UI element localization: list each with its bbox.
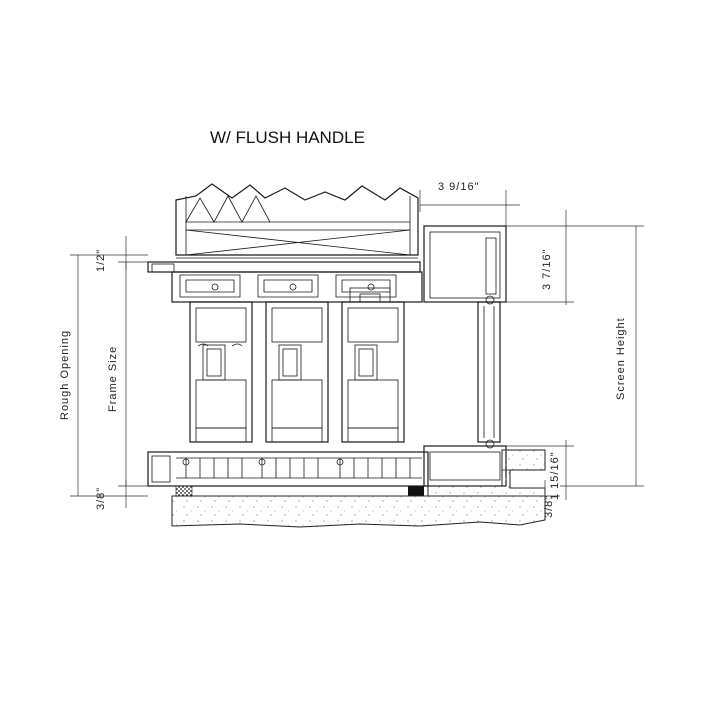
header-wall xyxy=(175,183,419,259)
screen-frame xyxy=(423,225,507,487)
panel-1 xyxy=(189,301,253,443)
label-frame-size: Frame Size xyxy=(107,346,119,412)
dim-sill-right: 1 15/16" xyxy=(549,451,561,500)
head-frame xyxy=(147,261,423,303)
panel-3 xyxy=(341,301,405,443)
dim-top-half: 1/2" xyxy=(95,249,107,272)
dim-head-offset: 3 9/16" xyxy=(438,181,480,193)
concrete-slab xyxy=(171,449,546,528)
dim-bottom-left: 3/8" xyxy=(95,487,107,510)
label-rough-opening: Rough Opening xyxy=(59,330,71,420)
dim-screen-top: 3 7/16" xyxy=(541,249,553,291)
drawing-title: W/ FLUSH HANDLE xyxy=(210,128,365,147)
sill-frame xyxy=(147,451,429,497)
panel-2 xyxy=(265,301,329,443)
dimension-lines xyxy=(70,190,644,508)
dim-bottom-right: 3/8" xyxy=(543,495,555,518)
label-screen-height: Screen Height xyxy=(615,317,627,400)
